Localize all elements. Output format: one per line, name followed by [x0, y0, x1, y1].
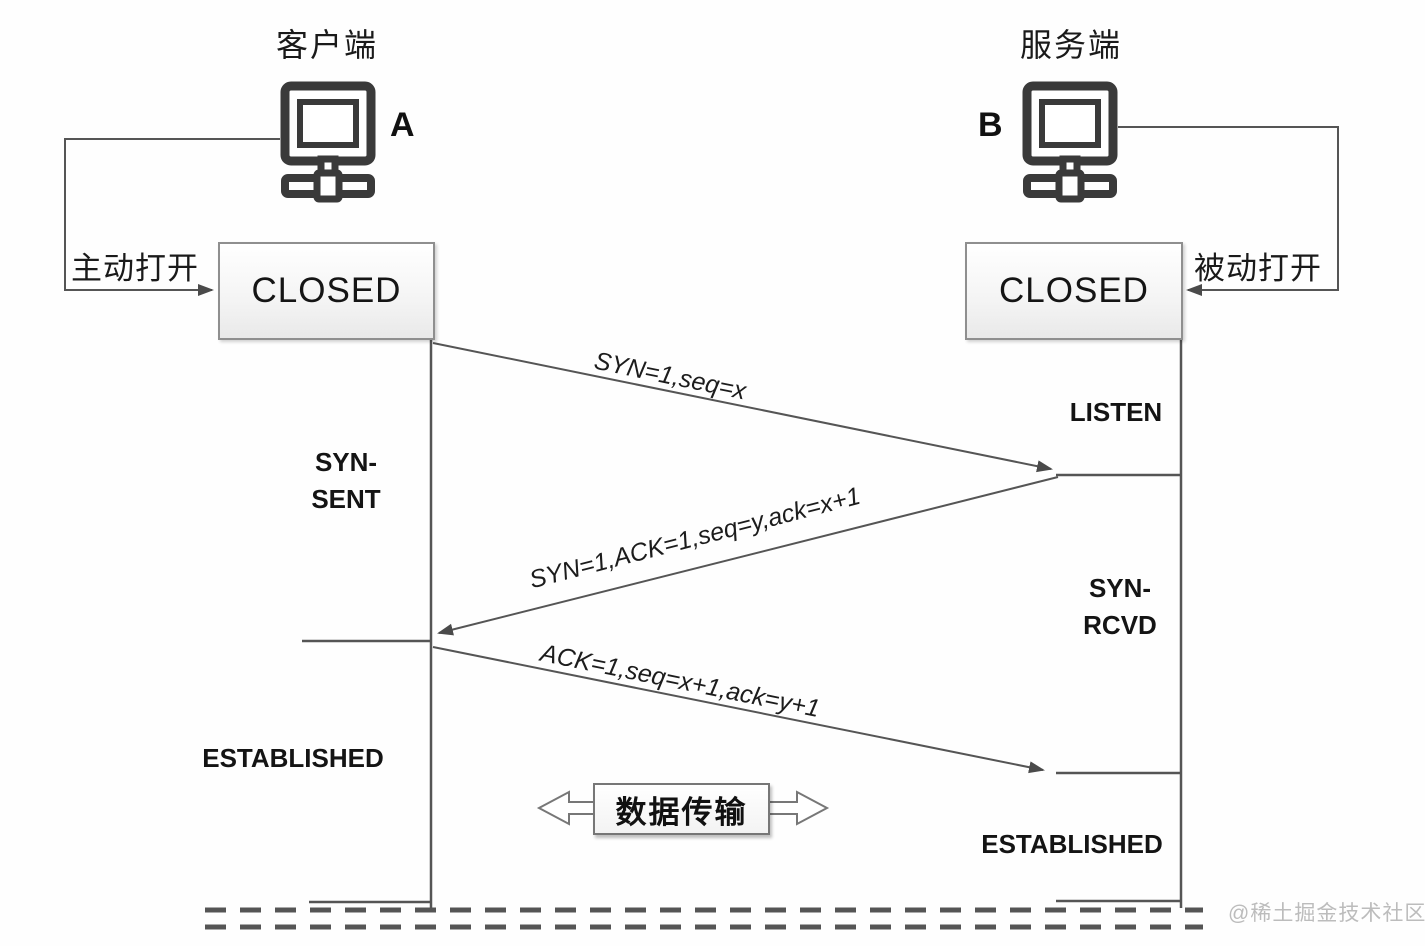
passive-open-connector-line	[1118, 126, 1339, 296]
data-transfer-right-arrow-icon	[766, 790, 830, 826]
server-computer-icon	[1027, 86, 1113, 199]
passive-open-label: 被动打开	[1194, 251, 1322, 286]
server-closed-state-label: CLOSED	[999, 271, 1149, 310]
client-syn-sent-state-label: SYN- SENT	[311, 447, 381, 514]
server-listen-state-label: LISTEN	[1069, 397, 1163, 427]
active-open-label: 主动打开	[71, 251, 199, 286]
ack-arrow	[432, 646, 1045, 774]
data-transfer-box: 数据传输	[593, 783, 770, 835]
server-title: 服务端	[1019, 27, 1122, 63]
syn-ack-arrow	[437, 476, 1059, 636]
active-open-connector-line	[64, 138, 280, 296]
server-established-state-label: ESTABLISHED	[981, 829, 1163, 859]
client-title: 客户端	[275, 27, 378, 63]
client-closed-state-label: CLOSED	[251, 271, 402, 310]
client-computer-icon	[285, 86, 371, 199]
server-syn-rcvd-state-label: SYN- RCVD	[1083, 573, 1157, 640]
server-closed-state-box: CLOSED	[965, 242, 1183, 340]
client-node-letter: A	[390, 106, 415, 144]
data-transfer-label: 数据传输	[615, 794, 748, 830]
syn-arrow	[432, 342, 1053, 473]
client-closed-state-box: CLOSED	[218, 242, 435, 340]
client-established-state-label: ESTABLISHED	[202, 743, 384, 773]
watermark-text: @稀土掘金技术社区	[1228, 902, 1425, 925]
data-transfer-left-arrow-icon	[536, 790, 595, 826]
server-node-letter: B	[978, 106, 1003, 144]
